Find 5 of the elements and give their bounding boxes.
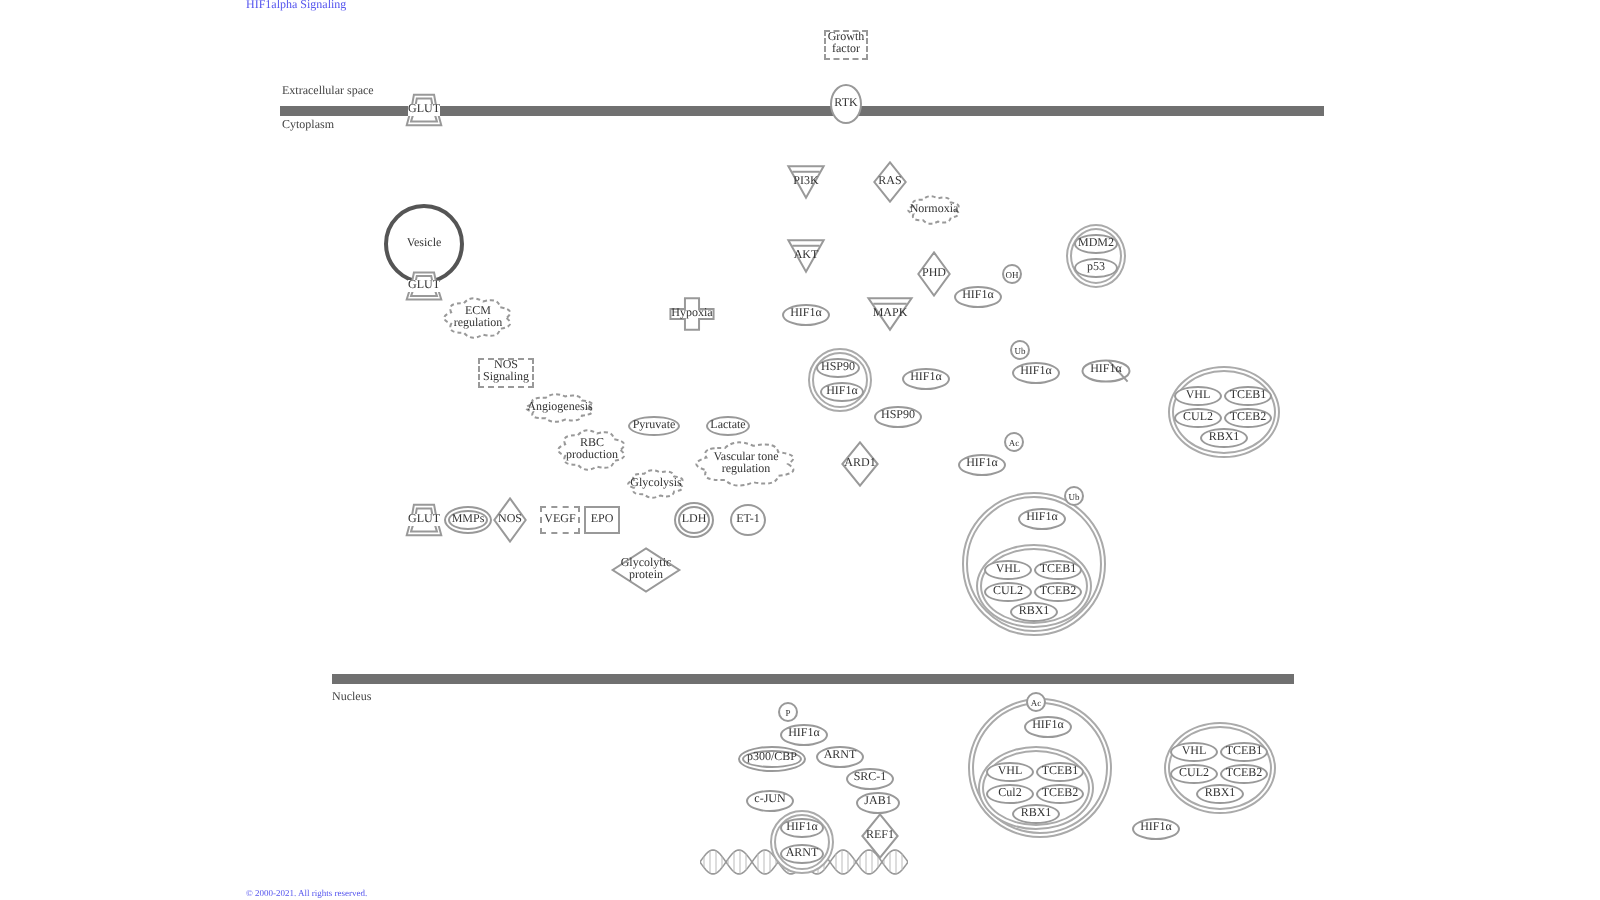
complex-circle [978, 746, 1094, 830]
complex-circle [770, 810, 834, 874]
complex-circle [976, 544, 1092, 628]
complex-circle [1066, 224, 1126, 288]
complex-circle [808, 348, 872, 412]
